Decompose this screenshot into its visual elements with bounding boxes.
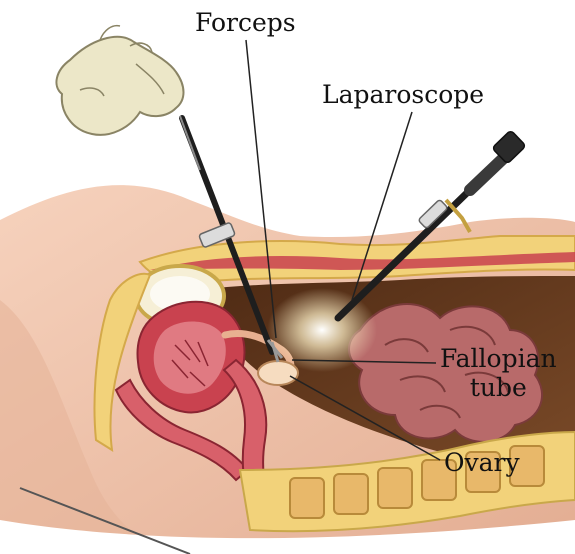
fallopian-tube-label-line1: Fallopian: [440, 344, 557, 373]
ovary-label: Ovary: [444, 448, 520, 477]
gloved-hand: [56, 26, 183, 135]
fallopian-tube-label: Fallopian tube: [440, 344, 557, 402]
fallopian-tube-label-line2: tube: [440, 373, 557, 402]
forceps-label: Forceps: [195, 8, 296, 37]
laparoscope-label: Laparoscope: [322, 80, 484, 109]
uterus: [138, 302, 245, 413]
